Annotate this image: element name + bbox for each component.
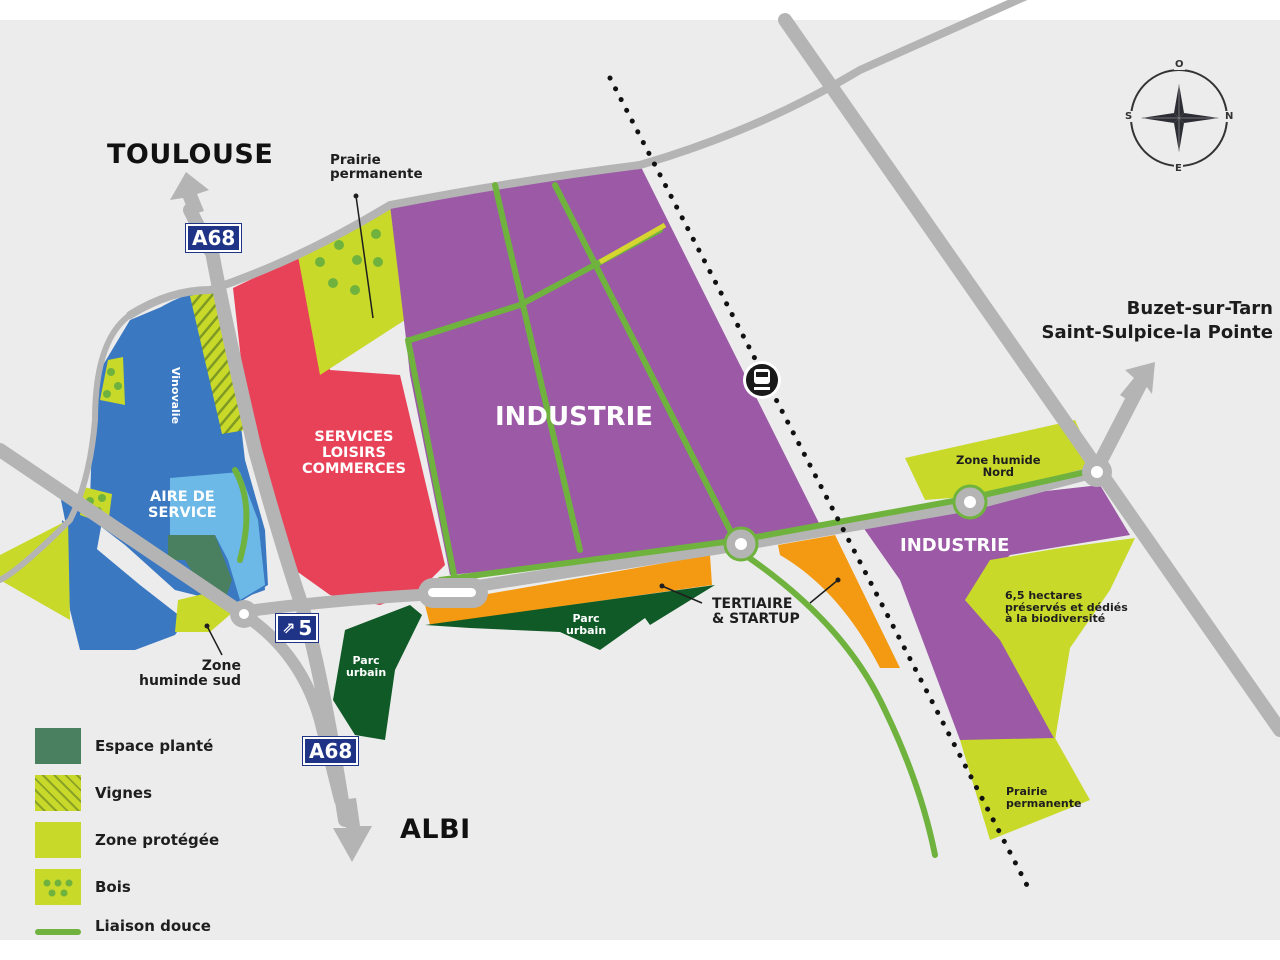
zone-industrie-main <box>390 165 820 575</box>
zone-tertiaire-east <box>778 535 900 668</box>
label-vinovalie: Vinovalie <box>169 366 183 425</box>
zone-protegee-west <box>0 520 70 620</box>
zone-parc-urbain-south <box>425 585 715 650</box>
zone-prairie-permanente-north <box>298 205 405 375</box>
label-prairie-permanente-south: Prairie permanente <box>1006 785 1082 810</box>
zone-services-loisirs-commerces <box>233 257 445 605</box>
compass-east-label: E <box>1174 163 1183 174</box>
label-leader-lines <box>206 195 839 656</box>
liaison-douce-line-icon <box>35 929 81 935</box>
label-industrie-east: INDUSTRIE <box>900 535 1010 556</box>
vignes-swatch-icon <box>35 774 81 811</box>
arrow-buzet-icon <box>1120 362 1155 403</box>
roundabouts <box>230 457 1112 628</box>
road-sign-exit: ⇗ 5 <box>274 613 320 643</box>
motorway-exit-icon: ⇗ <box>282 618 296 637</box>
bois-swatch-icon <box>35 868 81 905</box>
compass-star-icon <box>1130 69 1228 167</box>
label-biodiversite: 6,5 hectares préservés et dédiés à la bi… <box>1005 589 1128 626</box>
road-sign-a68-north: A68 <box>184 223 243 253</box>
legend-item-bois: Bois <box>35 863 219 910</box>
direction-arrows <box>170 172 1155 862</box>
zone-biodiversite <box>965 538 1135 740</box>
legend-item-zone-protegee: Zone protégée <box>35 816 219 863</box>
label-tertiaire-startup: TERTIAIRE & STARTUP <box>712 596 800 627</box>
legend-item-espace-plante: Espace planté <box>35 722 219 769</box>
label-prairie-permanente-north: Prairie permanente <box>330 152 423 183</box>
road-sign-a68-south: A68 <box>301 736 360 766</box>
zone-vignes <box>190 290 246 434</box>
compass-rose: O E S N <box>1124 59 1235 174</box>
label-parc-urbain-west: Parc urbain <box>346 654 387 679</box>
compass-south-label: S <box>1124 111 1134 122</box>
espace-plante-swatch-icon <box>35 727 81 764</box>
zone-tertiaire <box>425 555 712 625</box>
label-aire-de-service: AIRE DE SERVICE <box>148 489 217 521</box>
destination-label: Buzet-sur-Tarn Saint-Sulpice-la Pointe <box>1042 297 1273 346</box>
compass-west-label: O <box>1174 59 1185 70</box>
compass-north-label: N <box>1224 111 1235 122</box>
city-label-saint-sulpice: Saint-Sulpice-la Pointe <box>1041 322 1273 344</box>
label-zone-humide-sud: Zone huminde sud <box>139 658 241 689</box>
legend-item-liaison-douce: Liaison douce <box>35 910 219 942</box>
yellow-link <box>598 222 667 265</box>
railway-line <box>607 75 1035 898</box>
arrow-toulouse-icon <box>170 172 209 215</box>
city-label-albi: ALBI <box>400 814 471 845</box>
label-parc-urbain-south: Parc urbain <box>566 612 607 637</box>
label-zone-humide-nord: Zone humide Nord <box>956 453 1041 480</box>
zone-prairie-permanente-south <box>960 738 1090 840</box>
zone-protegee-swatch-icon <box>35 821 81 858</box>
zone-aire-de-service <box>170 472 265 600</box>
city-label-toulouse: TOULOUSE <box>107 139 274 170</box>
label-industrie-main: INDUSTRIE <box>495 402 654 432</box>
zone-parc-urbain-west <box>333 605 422 740</box>
arrow-albi-icon <box>333 798 372 862</box>
exit-number: 5 <box>298 616 313 640</box>
train-station-icon <box>743 361 781 399</box>
legend-item-vignes: Vignes <box>35 769 219 816</box>
map-legend: Espace planté Vignes Zone protégée Bois … <box>35 722 219 942</box>
city-label-buzet: Buzet-sur-Tarn <box>1126 298 1273 319</box>
zone-espace-plante-aire <box>168 535 232 600</box>
label-services-loisirs-commerces: SERVICES LOISIRS COMMERCES <box>302 429 406 477</box>
